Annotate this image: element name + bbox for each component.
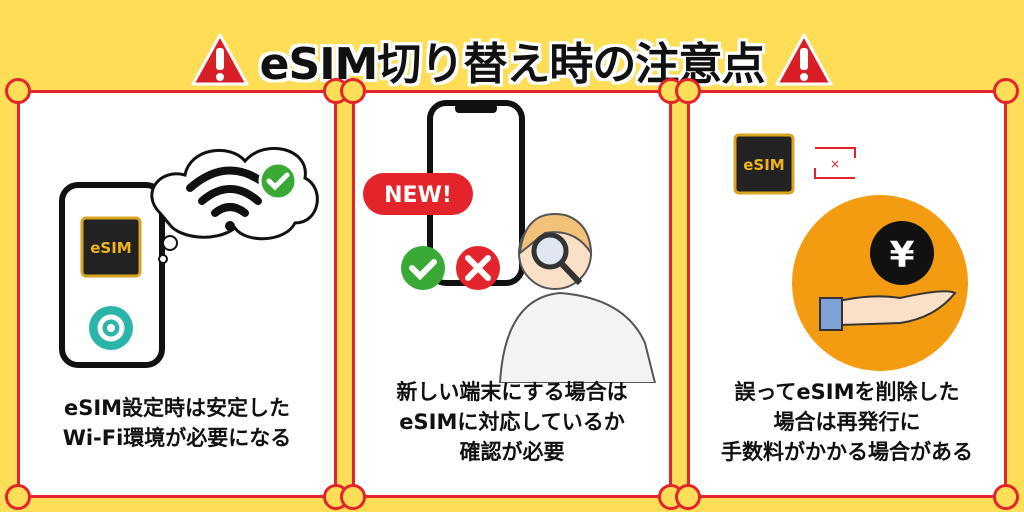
hand-icon [819, 290, 957, 331]
card-caption: 誤ってeSIMを削除した場合は再発行に手数料がかかる場合がある [721, 380, 973, 464]
phone-check-illustration: NEW! [363, 100, 657, 383]
check-icon [258, 161, 298, 201]
person-with-magnifier-icon [498, 213, 657, 383]
new-badge: NEW! [363, 173, 473, 215]
esim-chip-icon: eSIM [80, 216, 142, 278]
warning-icon [775, 33, 833, 86]
check-icon [401, 246, 445, 290]
gear-icon [89, 306, 133, 350]
warning-icon [191, 33, 249, 86]
svg-text:eSIM: eSIM [743, 156, 784, 174]
esim-chip-icon: eSIM [733, 133, 795, 195]
coin-background [792, 195, 968, 371]
cross-icon [456, 246, 500, 290]
svg-text:×: × [830, 157, 840, 171]
fee-illustration: eSIM × ¥ [733, 133, 968, 371]
svg-text:eSIM: eSIM [90, 239, 131, 257]
phone-wifi-illustration: eSIM [59, 146, 319, 368]
header: eSIM切り替え時の注意点 [0, 28, 1024, 92]
yen-icon: ¥ [870, 221, 934, 285]
svg-text:¥: ¥ [889, 235, 914, 276]
card-reissue-fee: eSIM × ¥ 誤ってeSIMを削除した場合は再発行に手数料がかかる場合がある [675, 78, 1019, 510]
swap-icon: × [814, 147, 856, 179]
svg-text:NEW!: NEW! [384, 183, 452, 208]
